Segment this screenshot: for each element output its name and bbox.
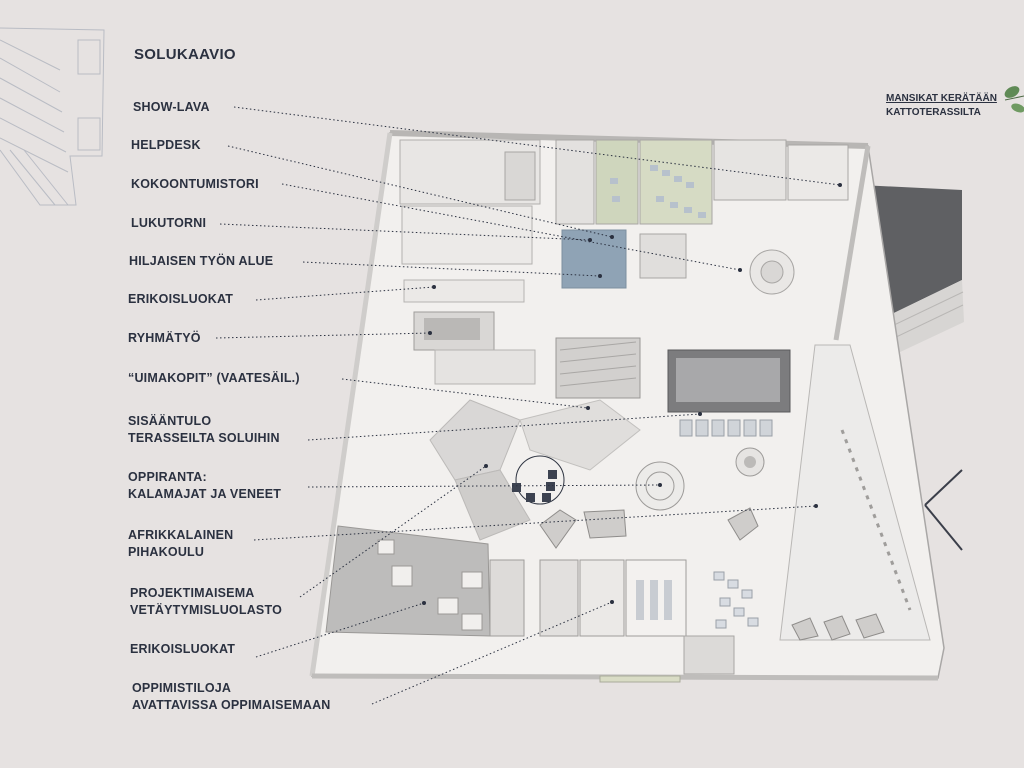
leader-erikoisluokat-2 [255, 602, 425, 658]
label-text: SISÄÄNTULO [128, 414, 212, 428]
label-erikoisluokat-top: ERIKOISLUOKAT [128, 291, 233, 308]
leader-show-lava [233, 106, 841, 186]
label-text: OPPIRANTA: [128, 470, 207, 484]
label-projektimaisema: PROJEKTIMAISEMA VETÄYTYMISLUOLASTO [130, 585, 282, 619]
label-text: PIHAKOULU [128, 545, 205, 559]
poster-title: SOLUKAAVIO [134, 46, 236, 63]
label-text: RYHMÄTYÖ [128, 331, 201, 345]
leader-sisaantulo [307, 413, 701, 441]
label-text: HILJAISEN TYÖN ALUE [129, 254, 274, 268]
label-oppimistiloja: OPPIMISTILOJA AVATTAVISSA OPPIMAISEMAAN [132, 680, 331, 714]
leader-oppimistiloja [371, 601, 613, 705]
label-text: AVATTAVISSA OPPIMAISEMAAN [132, 698, 331, 712]
label-text: TERASSEILTA SOLUIHIN [128, 431, 280, 445]
leader-afrikkalainen [253, 505, 817, 541]
label-afrikkalainen-pihakoulu: AFRIKKALAINEN PIHAKOULU [128, 527, 233, 561]
crystal-forms [429, 399, 641, 541]
label-oppiranta: OPPIRANTA: KALAMAJAT JA VENEET [128, 469, 281, 503]
label-sisaantulo: SISÄÄNTULO TERASSEILTA SOLUIHIN [128, 413, 280, 447]
label-lukutorni: LUKUTORNI [131, 215, 206, 232]
leader-hiljaisen [302, 261, 601, 277]
label-text: OPPIMISTILOJA [132, 681, 232, 695]
label-show-lava: SHOW-LAVA [133, 99, 210, 116]
label-text: ERIKOISLUOKAT [128, 292, 234, 306]
label-text: HELPDESK [131, 138, 201, 152]
leader-lines [215, 106, 841, 705]
label-erikoisluokat-bottom: ERIKOISLUOKAT [130, 641, 235, 658]
leader-endpoints [422, 183, 842, 605]
leader-uimakopit [341, 378, 589, 409]
label-text: KALAMAJAT JA VENEET [128, 487, 282, 501]
label-text: KOKOONTUMISTORI [131, 177, 259, 191]
leader-erikoisluokat-1 [255, 286, 435, 301]
corner-sketch [0, 27, 105, 206]
label-text: “UIMAKOPIT” (VAATESÄIL.) [128, 371, 300, 385]
leaf-decoration [1004, 86, 1024, 113]
leader-lukutorni [219, 223, 591, 241]
leader-kokoontumistori [281, 183, 741, 271]
rooftop-note-line1: MANSIKAT KERÄTÄÄN [886, 93, 997, 104]
label-uimakopit: “UIMAKOPIT” (VAATESÄIL.) [128, 370, 300, 387]
label-helpdesk: HELPDESK [131, 137, 201, 154]
label-text: ERIKOISLUOKAT [130, 642, 236, 656]
rooftop-note-line2: KATTOTERASSILTA [886, 107, 981, 118]
label-hiljaisen-tyon-alue: HILJAISEN TYÖN ALUE [129, 253, 273, 270]
building-plan [309, 130, 945, 683]
label-kokoontumistori: KOKOONTUMISTORI [131, 176, 259, 193]
label-text: LUKUTORNI [131, 216, 207, 230]
rooftop-note: MANSIKAT KERÄTÄÄN KATTOTERASSILTA [886, 92, 997, 120]
label-text: AFRIKKALAINEN [128, 528, 234, 542]
label-text: SHOW-LAVA [133, 100, 210, 114]
label-text: PROJEKTIMAISEMA [130, 586, 255, 600]
label-ryhmatyo: RYHMÄTYÖ [128, 330, 201, 347]
label-text: VETÄYTYMISLUOLASTO [130, 603, 282, 617]
leader-helpdesk [227, 145, 613, 238]
leader-oppiranta [307, 484, 661, 488]
